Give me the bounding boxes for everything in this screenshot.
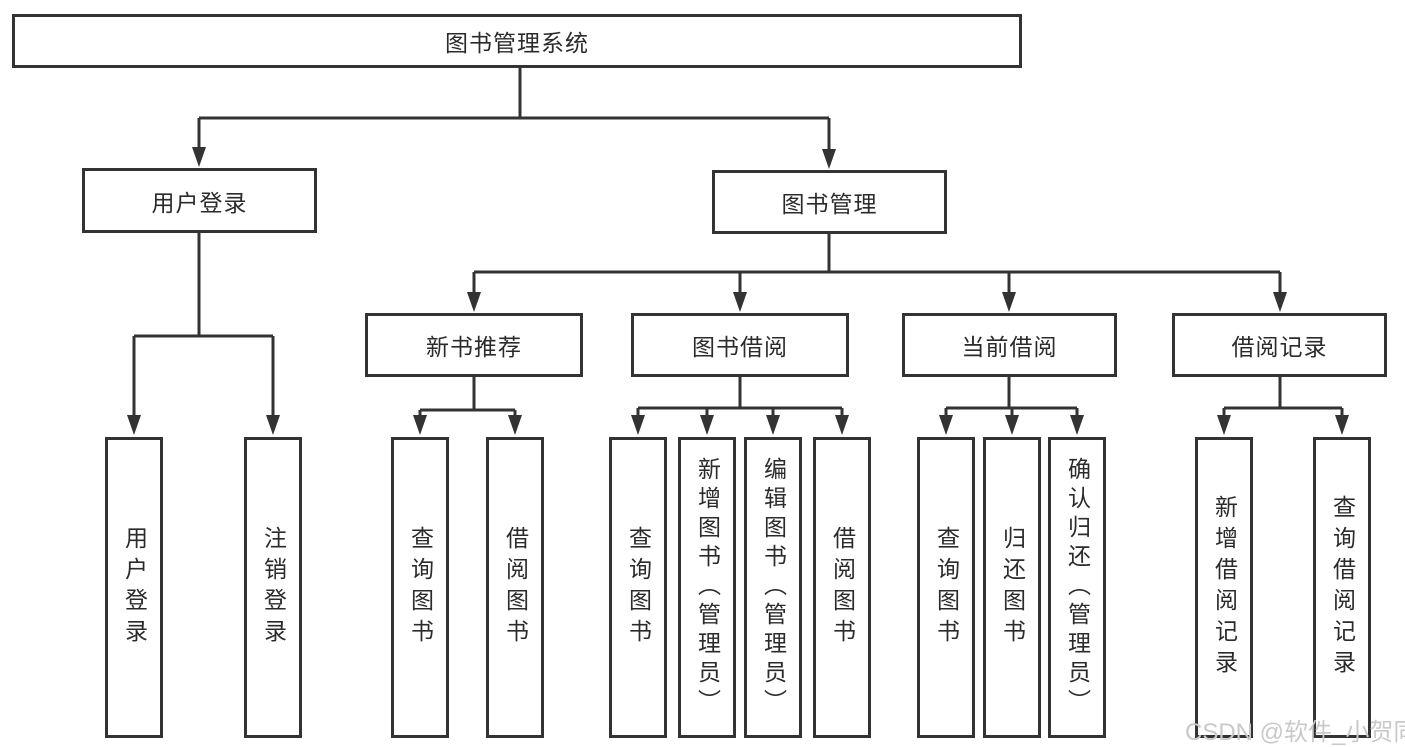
connector-book-borrowing-to-leaves	[636, 377, 844, 419]
node-current-borrowing: 当前借阅	[902, 313, 1117, 377]
leaf-bb-edit-books-admin: 编辑图书（管理员）	[744, 437, 802, 738]
watermark: CSDN @软件_小贺同学	[1185, 719, 1405, 746]
leaf-br-query-record: 查询借阅记录	[1313, 437, 1371, 738]
leaf-bb-add-books-admin: 新增图书（管理员）	[678, 437, 736, 738]
connector-user-login-to-leaves	[132, 233, 275, 419]
leaf-bb-borrow-books-label: 借阅图书	[829, 525, 856, 650]
leaf-bb-query-books: 查询图书	[609, 437, 667, 738]
node-new-book-recommend: 新书推荐	[365, 313, 583, 377]
leaf-br-query-record-label: 查询借阅记录	[1329, 494, 1356, 681]
connector-borrowing-records-to-leaves	[1222, 377, 1344, 419]
leaf-nb-query-books: 查询图书	[391, 437, 449, 738]
leaf-cb-query-books: 查询图书	[917, 437, 975, 738]
leaf-nb-borrow-books: 借阅图书	[486, 437, 544, 738]
leaf-br-add-record-label: 新增借阅记录	[1211, 494, 1238, 681]
leaf-user-login: 用户登录	[105, 437, 163, 738]
connector-current-borrowing-to-leaves	[944, 377, 1079, 419]
leaf-cb-confirm-return-admin-label: 确认归还（管理员）	[1064, 457, 1091, 718]
leaf-nb-query-books-label: 查询图书	[407, 525, 434, 650]
leaf-user-login-label: 用户登录	[121, 525, 148, 650]
leaf-br-add-record: 新增借阅记录	[1195, 437, 1253, 738]
connector-new-book-recommend-to-leaves	[418, 377, 517, 419]
connector-root-to-level2	[197, 68, 831, 153]
leaf-logout-label: 注销登录	[260, 525, 287, 650]
leaf-cb-return-books-label: 归还图书	[999, 525, 1026, 650]
node-user-login: 用户登录	[82, 168, 317, 233]
leaf-bb-borrow-books: 借阅图书	[813, 437, 871, 738]
node-borrowing-records: 借阅记录	[1172, 313, 1387, 377]
node-book-management: 图书管理	[712, 170, 947, 234]
leaf-logout: 注销登录	[244, 437, 302, 738]
leaf-bb-add-books-admin-label: 新增图书（管理员）	[694, 457, 721, 718]
connector-book-management-to-level3	[472, 234, 1282, 296]
leaf-cb-confirm-return-admin: 确认归还（管理员）	[1048, 437, 1106, 738]
leaf-nb-borrow-books-label: 借阅图书	[502, 525, 529, 650]
leaf-bb-query-books-label: 查询图书	[625, 525, 652, 650]
node-book-borrowing: 图书借阅	[631, 313, 849, 377]
node-root-library-management-system: 图书管理系统	[12, 14, 1022, 68]
leaf-bb-edit-books-admin-label: 编辑图书（管理员）	[760, 457, 787, 718]
leaf-cb-return-books: 归还图书	[983, 437, 1041, 738]
leaf-cb-query-books-label: 查询图书	[933, 525, 960, 650]
